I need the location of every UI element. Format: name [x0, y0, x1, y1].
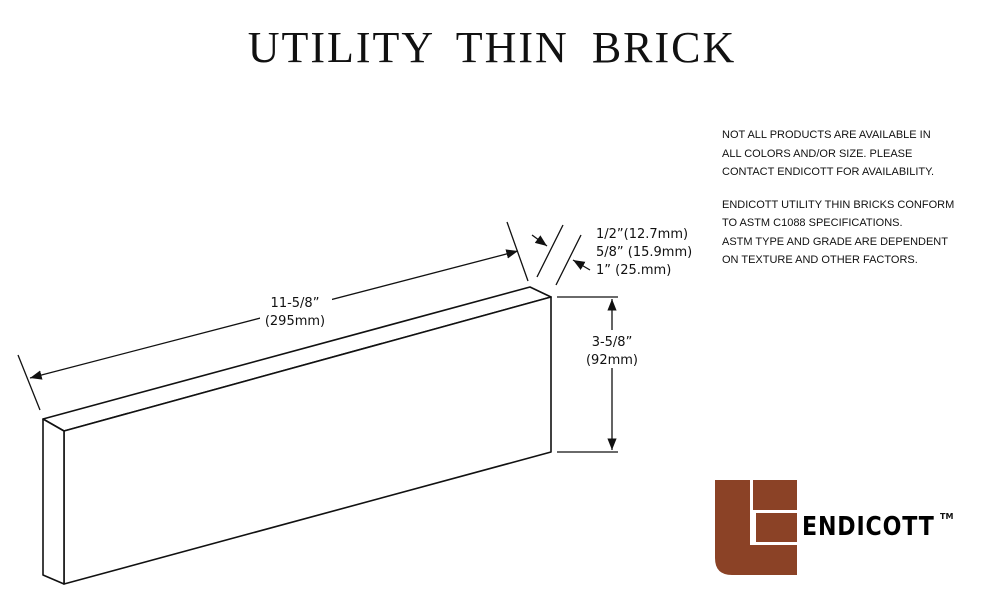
astm-note: ENDICOTT UTILITY THIN BRICKS CONFORM TO …	[722, 198, 955, 267]
brick-front-face	[63, 296, 552, 585]
page-title: UTILITY THIN BRICK	[247, 23, 737, 72]
thickness-line-2	[555, 234, 582, 286]
thickness-one-inch: 1” (25.mm)	[596, 263, 671, 278]
height-metric: (92mm)	[586, 353, 638, 368]
height-imperial: 3-5/8”	[592, 335, 633, 350]
thickness-arrow-right	[572, 259, 591, 271]
trademark-symbol: TM	[940, 512, 954, 521]
thickness-half-inch: 1/2”(12.7mm)	[596, 227, 688, 242]
length-imperial: 11-5/8”	[271, 296, 320, 311]
thickness-arrow-left	[531, 234, 548, 247]
endicott-logo-mark	[715, 480, 797, 575]
brick-side-face	[42, 418, 65, 585]
notes: NOT ALL PRODUCTS ARE AVAILABLE IN ALL CO…	[722, 126, 954, 284]
length-metric: (295mm)	[265, 314, 325, 329]
thickness-line-1	[536, 224, 564, 278]
length-extension-left	[17, 354, 41, 411]
availability-note: NOT ALL PRODUCTS ARE AVAILABLE IN ALL CO…	[722, 129, 935, 178]
thickness-five-eighths: 5/8” (15.9mm)	[596, 245, 692, 260]
endicott-logo-text: ENDICOTT	[802, 512, 935, 542]
